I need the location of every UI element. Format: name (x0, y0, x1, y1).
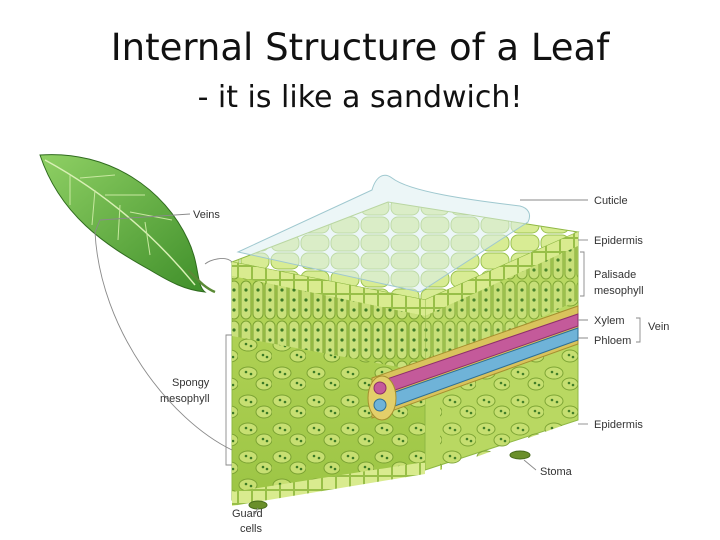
label-stoma: Stoma (540, 466, 573, 478)
label-veins: Veins (193, 209, 220, 221)
label-palisade-mesophyll: mesophyll (594, 285, 644, 297)
cross-section-block (232, 175, 578, 509)
label-phloem: Phloem (594, 335, 631, 347)
label-guard-cells: cells (240, 523, 263, 535)
label-spongy-mesophyll: mesophyll (160, 393, 210, 405)
label-cuticle: Cuticle (594, 195, 628, 207)
stoma-opening (510, 451, 530, 459)
label-epidermis-top: Epidermis (594, 235, 643, 247)
label-vein: Vein (648, 321, 669, 333)
label-guard: Guard (232, 508, 263, 520)
label-xylem: Xylem (594, 315, 625, 327)
whole-leaf-illustration (40, 155, 215, 292)
label-palisade: Palisade (594, 269, 636, 281)
label-spongy: Spongy (172, 377, 210, 389)
label-epidermis-bottom: Epidermis (594, 419, 643, 431)
